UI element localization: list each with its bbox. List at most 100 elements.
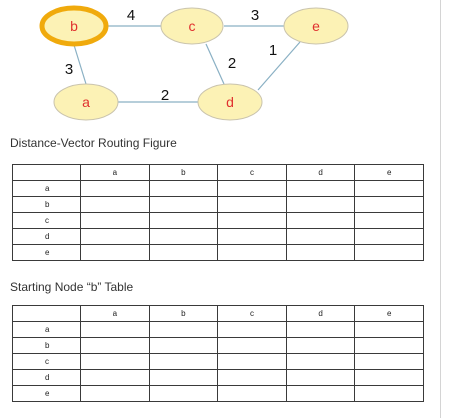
node-a-label: a bbox=[82, 94, 90, 110]
page-divider bbox=[440, 0, 441, 418]
table-cell[interactable] bbox=[148, 337, 219, 354]
table-cell[interactable] bbox=[285, 385, 356, 402]
table-cell[interactable] bbox=[285, 369, 356, 386]
table-cell[interactable] bbox=[354, 385, 424, 402]
table-cell[interactable] bbox=[285, 337, 356, 354]
node-d-label: d bbox=[226, 94, 234, 110]
table-cell[interactable] bbox=[354, 228, 424, 245]
table-cell[interactable] bbox=[80, 180, 150, 197]
table-cell[interactable] bbox=[285, 196, 356, 213]
table-cell[interactable] bbox=[148, 385, 219, 402]
node-b-label: b bbox=[70, 18, 78, 34]
table-cell[interactable] bbox=[80, 321, 150, 338]
table-cell[interactable] bbox=[148, 228, 219, 245]
header-cell: a bbox=[80, 305, 150, 322]
weight-c-e: 3 bbox=[251, 7, 259, 24]
header-cell: c bbox=[217, 305, 287, 322]
row-header: e bbox=[12, 244, 81, 261]
table-row: c bbox=[12, 353, 424, 370]
table-cell[interactable] bbox=[217, 369, 287, 386]
routing-table: a b c d e a b c d e bbox=[12, 164, 424, 261]
table-cell[interactable] bbox=[217, 244, 287, 261]
table-row: a bbox=[12, 321, 424, 338]
table-cell[interactable] bbox=[148, 196, 219, 213]
table-cell[interactable] bbox=[354, 180, 424, 197]
table-cell[interactable] bbox=[285, 244, 356, 261]
node-a[interactable] bbox=[53, 83, 119, 121]
table-header-row: a b c d e bbox=[12, 305, 424, 322]
header-cell bbox=[12, 305, 81, 322]
table-cell[interactable] bbox=[285, 321, 356, 338]
header-cell: a bbox=[80, 164, 150, 181]
table-row: b bbox=[12, 196, 424, 213]
table-cell[interactable] bbox=[354, 196, 424, 213]
table-cell[interactable] bbox=[80, 385, 150, 402]
table-row: d bbox=[12, 228, 424, 245]
table-cell[interactable] bbox=[217, 353, 287, 370]
table-cell[interactable] bbox=[354, 337, 424, 354]
node-d[interactable] bbox=[197, 83, 263, 121]
table-row: e bbox=[12, 385, 424, 402]
weight-a-d: 2 bbox=[161, 87, 169, 104]
row-header: d bbox=[12, 369, 81, 386]
table-cell[interactable] bbox=[80, 228, 150, 245]
row-header: a bbox=[12, 321, 81, 338]
header-cell: e bbox=[354, 305, 424, 322]
header-cell: e bbox=[354, 164, 424, 181]
node-e[interactable] bbox=[283, 7, 349, 45]
table-cell[interactable] bbox=[148, 321, 219, 338]
node-b[interactable] bbox=[39, 5, 109, 47]
header-cell: d bbox=[285, 164, 356, 181]
table-cell[interactable] bbox=[285, 212, 356, 229]
weight-c-d: 2 bbox=[228, 55, 236, 72]
weight-e-d: 1 bbox=[269, 42, 277, 59]
table-cell[interactable] bbox=[148, 180, 219, 197]
header-cell: c bbox=[217, 164, 287, 181]
table-row: c bbox=[12, 212, 424, 229]
table-row: d bbox=[12, 369, 424, 386]
table-cell[interactable] bbox=[217, 196, 287, 213]
edge-b-a bbox=[73, 44, 87, 85]
table-cell[interactable] bbox=[80, 353, 150, 370]
table-cell[interactable] bbox=[285, 180, 356, 197]
node-e-label: e bbox=[312, 18, 320, 34]
table-cell[interactable] bbox=[354, 244, 424, 261]
weight-b-c: 4 bbox=[127, 7, 135, 24]
table-cell[interactable] bbox=[354, 321, 424, 338]
table-cell[interactable] bbox=[148, 353, 219, 370]
table-cell[interactable] bbox=[285, 228, 356, 245]
table-cell[interactable] bbox=[217, 337, 287, 354]
table-cell[interactable] bbox=[285, 353, 356, 370]
table-cell[interactable] bbox=[354, 212, 424, 229]
table-row: a bbox=[12, 180, 424, 197]
figure-caption: Distance-Vector Routing Figure bbox=[10, 136, 177, 150]
row-header: a bbox=[12, 180, 81, 197]
table-cell[interactable] bbox=[80, 369, 150, 386]
node-c[interactable] bbox=[160, 7, 224, 45]
table-cell[interactable] bbox=[80, 196, 150, 213]
row-header: c bbox=[12, 353, 81, 370]
table-row: b bbox=[12, 337, 424, 354]
table-cell[interactable] bbox=[148, 212, 219, 229]
edge-e-d bbox=[257, 41, 301, 91]
table-cell[interactable] bbox=[217, 228, 287, 245]
table-cell[interactable] bbox=[80, 244, 150, 261]
table-cell[interactable] bbox=[354, 369, 424, 386]
table-cell[interactable] bbox=[80, 337, 150, 354]
table-header-row: a b c d e bbox=[12, 164, 424, 181]
table-cell[interactable] bbox=[217, 385, 287, 402]
table-cell[interactable] bbox=[217, 212, 287, 229]
table-cell[interactable] bbox=[148, 244, 219, 261]
table-cell[interactable] bbox=[80, 212, 150, 229]
table-cell[interactable] bbox=[148, 369, 219, 386]
header-cell: b bbox=[148, 164, 219, 181]
row-header: b bbox=[12, 196, 81, 213]
node-c-label: c bbox=[189, 18, 196, 34]
header-cell bbox=[12, 164, 81, 181]
row-header: d bbox=[12, 228, 81, 245]
table-cell[interactable] bbox=[217, 180, 287, 197]
table-cell[interactable] bbox=[354, 353, 424, 370]
table-caption: Starting Node “b” Table bbox=[10, 280, 134, 294]
weight-b-a: 3 bbox=[65, 61, 73, 78]
table-cell[interactable] bbox=[217, 321, 287, 338]
